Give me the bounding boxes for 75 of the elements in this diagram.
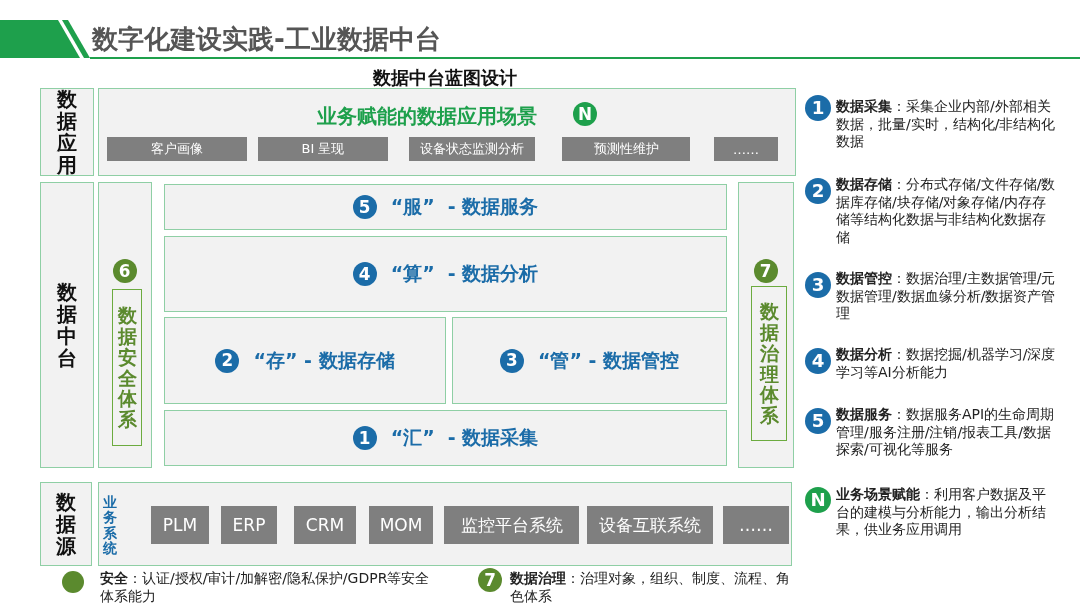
layer-box (164, 236, 727, 312)
layer-box (164, 184, 727, 230)
tile-label: MOM (379, 515, 423, 535)
tile-label: CRM (305, 515, 345, 535)
system-tile (294, 506, 356, 544)
section-label: 数据应用 (57, 88, 77, 176)
number-badge: 5 (805, 408, 831, 434)
number-badge: 1 (352, 426, 377, 450)
system-tile (369, 506, 433, 544)
tile-label: 客户画像 (151, 140, 203, 158)
letter-badge: N (573, 102, 597, 126)
description-text: 业务场景赋能：利用客户数据及平台的建模与分析能力，输出分析结果，供业务应用调用 (836, 486, 1047, 539)
number-badge: 3 (499, 348, 524, 373)
layer-label: “服” - 数据服务 (390, 194, 539, 219)
application-panel (98, 88, 796, 176)
business-systems-panel (98, 482, 792, 566)
tile-label: ERP (232, 515, 266, 535)
layer-box (164, 410, 727, 466)
tile-label: PLM (162, 515, 198, 535)
column-label: 数据安全体系 (117, 304, 137, 431)
section-label-box (40, 88, 94, 176)
layer-label: “存” - 数据存储 (253, 347, 395, 373)
scenario-tile (562, 137, 690, 161)
system-box (112, 289, 142, 446)
system-tile (723, 506, 789, 544)
column-label: 数据治理体系 (759, 300, 779, 427)
tile-label: 预测性维护 (593, 140, 659, 158)
number-badge: 6 (112, 259, 137, 283)
panel-heading: 业务赋能的数据应用场景 (317, 104, 537, 128)
tile-label: 设备互联系统 (599, 513, 701, 537)
tile-label: 设备状态监测分析 (420, 140, 524, 158)
description-text: 数据采集：采集企业内部/外部相关数据，批量/实时，结构化/非结构化数据 (836, 98, 1057, 151)
number-badge: 7 (753, 259, 778, 283)
description-text: 数据服务：数据服务API的生命周期管理/服务注册/注销/报表工具/数据探索/可视化等服务 (836, 406, 1056, 459)
section-label: 数据中台 (57, 281, 77, 369)
number-badge: 1 (805, 95, 831, 121)
side-column (98, 182, 152, 468)
diagram-heading: 数据中台蓝图设计 (372, 66, 518, 90)
tile-label: …… (733, 141, 759, 157)
number-badge: 4 (352, 262, 377, 286)
layer-label: “管” - 数据管控 (537, 347, 680, 373)
layer-label: “算” - 数据分析 (390, 261, 539, 286)
scenario-tile (409, 137, 535, 161)
number-badge: 7 (478, 568, 502, 592)
scenario-tile (714, 137, 778, 161)
panel-label: 业务系统 (103, 495, 117, 557)
number-badge: 5 (352, 195, 377, 219)
tile-label: 监控平台系统 (460, 513, 563, 537)
layer-label: “汇” - 数据采集 (390, 425, 539, 450)
layer-box (164, 317, 446, 404)
number-badge: 3 (805, 272, 831, 298)
scenario-tile (258, 137, 388, 161)
number-badge: 2 (805, 178, 831, 204)
system-tile (587, 506, 713, 544)
description-text: 数据管控：数据治理/主数据管理/元数据管理/数据血缘分析/数据资产管理 (836, 270, 1057, 323)
scenario-tile (107, 137, 247, 161)
system-tile (444, 506, 579, 544)
side-column (738, 182, 794, 468)
number-badge: N (805, 487, 831, 513)
description-text: 安全：认证/授权/审计/加解密/隐私保护/GDPR等安全体系能力 (100, 570, 431, 605)
number-badge: 2 (215, 348, 240, 373)
description-text: 数据治理：治理对象，组织、制度、流程、角色体系 (510, 570, 791, 605)
description-text: 数据分析：数据挖掘/机器学习/深度学习等AI分析能力 (836, 346, 1057, 381)
section-label: 数据源 (56, 491, 76, 557)
system-tile (221, 506, 277, 544)
tile-label: BI 呈现 (301, 140, 345, 158)
system-tile (151, 506, 209, 544)
section-label-box (40, 482, 92, 566)
page-title: 数字化建设实践-工业数据中台 (92, 23, 441, 56)
number-badge: 4 (805, 348, 831, 374)
system-box (751, 286, 787, 441)
layer-box (452, 317, 727, 404)
tile-label: …… (739, 515, 773, 535)
section-label-box (40, 182, 94, 468)
description-text: 数据存储：分布式存储/文件存储/数据库存储/块存储/对象存储/内存存储等结构化数据与非结构化数据存储 (836, 176, 1057, 246)
